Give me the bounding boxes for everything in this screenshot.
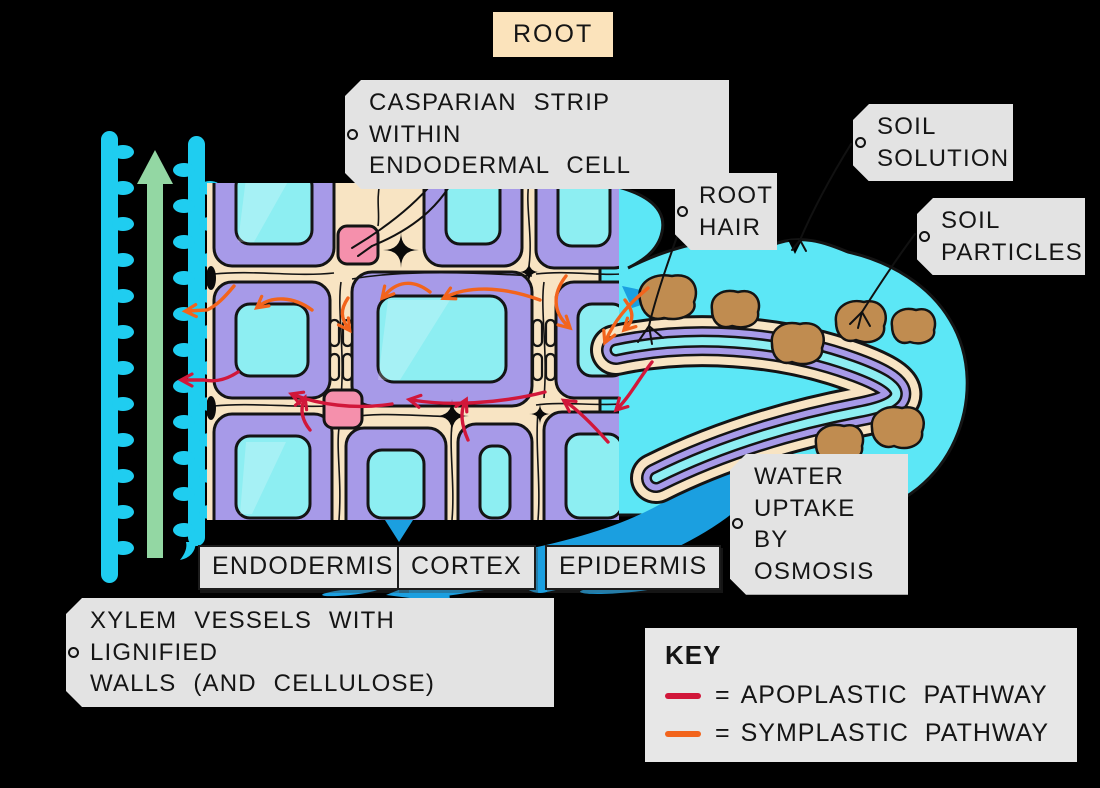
xylem-flow-up-arrow — [137, 150, 173, 558]
symplastic-swatch-icon — [665, 730, 701, 737]
tag-ring-icon — [347, 129, 358, 140]
key-entry-symplastic: = SYMPLASTIC PATHWAY — [665, 719, 1057, 748]
casparian-strip-label-line1: CASPARIAN STRIP WITHIN — [369, 89, 610, 148]
soil-particles-label-line2: PARTICLES — [941, 238, 1083, 266]
key-title: KEY — [665, 640, 722, 670]
endodermis-label-text: ENDODERMIS — [212, 552, 394, 580]
root-title-text: ROOT — [513, 20, 594, 48]
epidermis-label-text: EPIDERMIS — [559, 552, 708, 580]
tag-ring-icon — [732, 518, 743, 529]
soil-solution-label-line1: SOIL — [877, 113, 937, 140]
equals-sign: = — [715, 681, 731, 709]
cortex-label-text: CORTEX — [411, 552, 522, 580]
vacuole-highlights — [238, 183, 450, 514]
plasmodesmata — [328, 318, 557, 382]
soil-particles-label: SOIL PARTICLES — [917, 198, 1085, 275]
apoplastic-pathway-arrows — [177, 360, 654, 444]
symplastic-pathway-arrows — [181, 274, 650, 346]
casparian-strip-label: CASPARIAN STRIP WITHIN ENDODERMAL CELL — [345, 80, 729, 189]
xylem-vessels-label-line1: XYLEM VESSELS WITH LIGNIFIED — [90, 607, 396, 666]
tag-ring-icon — [68, 647, 79, 658]
tag-ring-icon — [677, 206, 688, 217]
apoplastic-label: APOPLASTIC PATHWAY — [740, 681, 1048, 709]
xylem-vessel-walls — [101, 131, 221, 583]
root-hair-label-line1: ROOT — [699, 182, 774, 209]
xylem-vessels-label: XYLEM VESSELS WITH LIGNIFIED WALLS (AND … — [66, 598, 554, 707]
soil-solution-label: SOIL SOLUTION — [853, 104, 1013, 181]
water-uptake-label-line2: UPTAKE BY — [754, 494, 856, 554]
root-title-label: ROOT — [493, 12, 614, 57]
water-uptake-label-line1: WATER — [754, 463, 844, 490]
soil-particles-label-line1: SOIL — [941, 207, 1001, 234]
tag-ring-icon — [919, 231, 930, 242]
tag-ring-icon — [855, 137, 866, 148]
water-uptake-label-line3: OSMOSIS — [754, 558, 875, 586]
water-uptake-label: WATER UPTAKE BY OSMOSIS — [730, 454, 908, 595]
epidermis-label: EPIDERMIS — [545, 545, 722, 590]
cortex-label: CORTEX — [397, 545, 536, 590]
equals-sign: = — [715, 719, 731, 747]
symplastic-label: SYMPLASTIC PATHWAY — [740, 719, 1050, 747]
root-hair-tube — [590, 315, 923, 504]
key-panel: KEY = APOPLASTIC PATHWAY = SYMPLASTIC PA… — [645, 628, 1077, 762]
root-hair-label-line2: HAIR — [699, 213, 762, 241]
soil-solution-label-line2: SOLUTION — [877, 144, 1010, 172]
casparian-strip-label-line2: ENDODERMAL CELL — [369, 152, 632, 180]
intercellular-spaces — [207, 232, 551, 433]
apoplastic-swatch-icon — [665, 692, 701, 699]
key-entry-apoplastic: = APOPLASTIC PATHWAY — [665, 681, 1057, 710]
endodermis-label: ENDODERMIS — [198, 545, 408, 590]
root-hair-label: ROOT HAIR — [675, 173, 777, 250]
xylem-vessels-label-line2: WALLS (AND CELLULOSE) — [90, 670, 436, 698]
label-pointer-lines — [351, 143, 916, 345]
